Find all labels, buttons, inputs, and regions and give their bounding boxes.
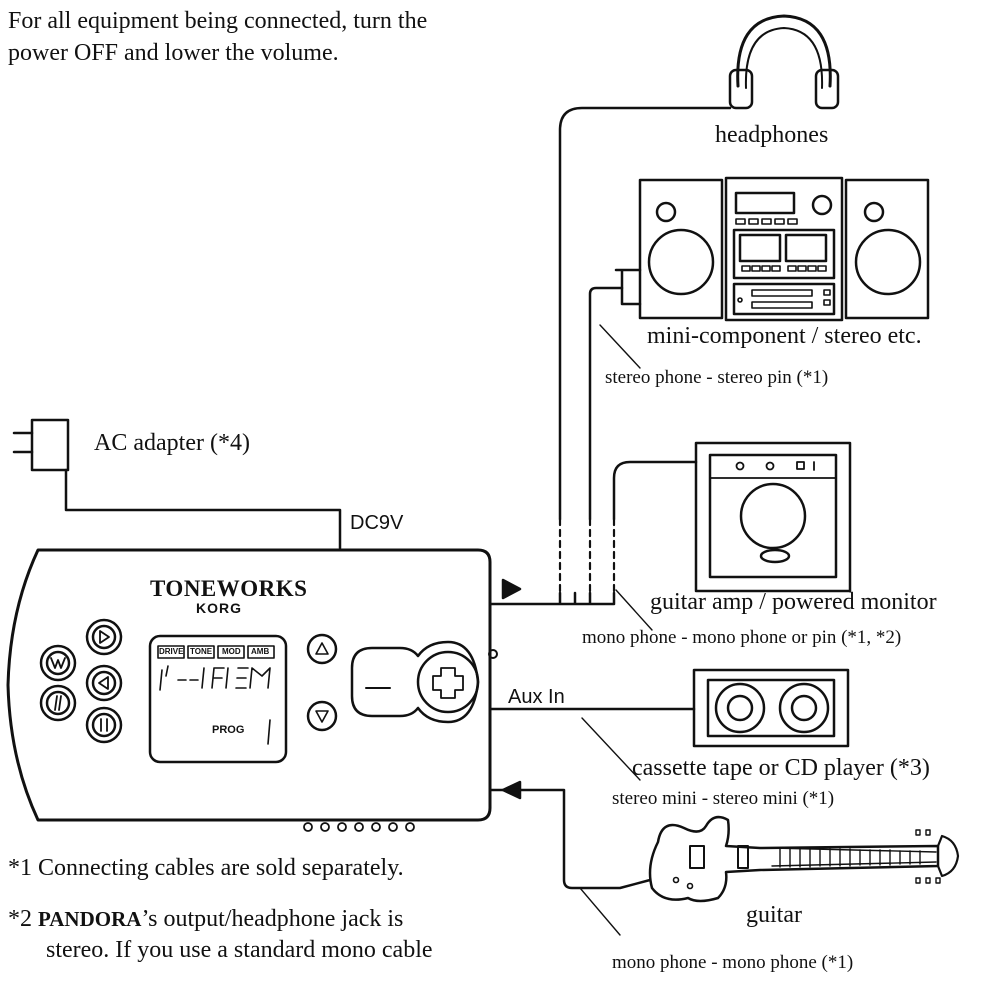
footnote-2: *2 PANDORA’s output/headphone jack is (8, 906, 403, 933)
footnote-1: *1 Connecting cables are sold separately… (8, 855, 404, 881)
cassette-label: cassette tape or CD player (*3) (632, 755, 930, 781)
stereo-icon (638, 176, 930, 322)
amp-cable-label: mono phone - mono phone or pin (*1, *2) (582, 627, 902, 648)
pandora-device (6, 548, 498, 832)
ac-adapter-icon (12, 418, 342, 550)
guitar-amp-icon (694, 441, 852, 593)
intro-line-1: For all equipment being connected, turn … (8, 8, 428, 34)
guitar-icon (648, 815, 960, 903)
output-cables (488, 106, 732, 606)
display-prog-label: PROG (212, 724, 245, 736)
intro-line-2: power OFF and lower the volume. (8, 40, 339, 66)
dc9v-jack-label: DC9V (350, 512, 404, 534)
display-label-drive: DRIVE (159, 647, 184, 656)
guitar-label: guitar (746, 902, 802, 928)
stereo-cable-label: stereo phone - stereo pin (*1) (605, 367, 829, 388)
cassette-player-icon (692, 668, 850, 748)
footnote-2-line-2: stereo. If you use a standard mono cable (46, 937, 433, 963)
headphones-label: headphones (715, 122, 829, 148)
footnote-2-text: ’s output/headphone jack is (141, 906, 404, 932)
display-label-tone: TONE (190, 647, 213, 656)
amp-label: guitar amp / powered monitor (650, 589, 937, 615)
guitar-cable-label: mono phone - mono phone (*1) (612, 952, 854, 973)
output-arrow-icon (501, 578, 522, 600)
ac-adapter-label: AC adapter (*4) (94, 430, 250, 456)
footnote-2-prefix: *2 (8, 906, 38, 932)
display-label-mod: MOD (222, 647, 241, 656)
korg-logo: KORG (196, 600, 242, 616)
cassette-cable-label: stereo mini - stereo mini (*1) (612, 788, 835, 809)
input-cable (488, 788, 652, 890)
footnote-2-product-name: PANDORA (38, 907, 142, 931)
toneworks-logo: TONEWORKS (150, 576, 308, 601)
display-label-amb: AMB (251, 647, 270, 656)
headphones-icon (728, 14, 840, 110)
aux-in-label: Aux In (508, 686, 565, 708)
stereo-label: mini-component / stereo etc. (647, 323, 922, 349)
